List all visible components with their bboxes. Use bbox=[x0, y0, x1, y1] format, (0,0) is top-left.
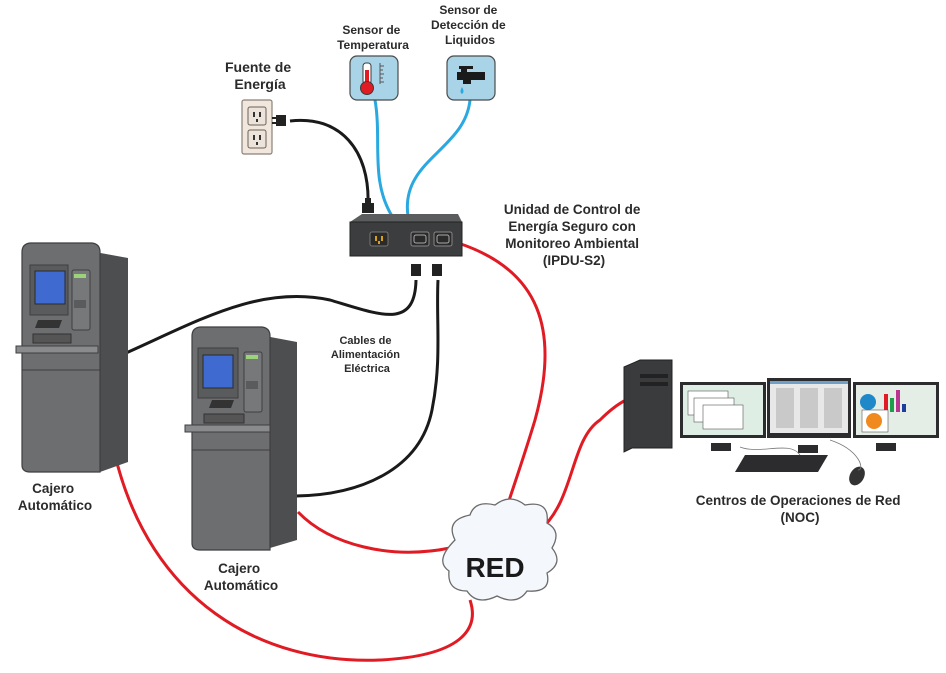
power-cables-label: Cables de Alimentación Eléctrica bbox=[331, 335, 403, 375]
network-cables bbox=[113, 241, 627, 662]
network-label: RED bbox=[465, 552, 524, 583]
ipdu-device bbox=[349, 198, 463, 276]
noc-workstation bbox=[623, 359, 939, 486]
power-outlet bbox=[241, 99, 286, 155]
atm-left-label: Cajero Automático bbox=[18, 481, 92, 513]
atm-left bbox=[15, 242, 128, 473]
network-cable-noc bbox=[539, 398, 627, 532]
temp-sensor-cable bbox=[373, 99, 394, 217]
power-cable-atm-center bbox=[295, 279, 440, 498]
atm-center-label: Cajero Automático bbox=[204, 561, 278, 593]
pc-tower bbox=[623, 359, 673, 453]
power-source-label: Fuente de Energía bbox=[225, 59, 295, 92]
temp-sensor-label: Sensor de Temperatura bbox=[337, 23, 409, 52]
sensor-cables bbox=[373, 99, 472, 217]
liquid-sensor-icon bbox=[446, 55, 496, 101]
power-cables bbox=[125, 118, 440, 498]
power-input-cable bbox=[289, 118, 370, 206]
atm-center bbox=[184, 326, 297, 551]
labels: Fuente de Energía Sensor de Temperatura … bbox=[18, 3, 905, 593]
network-cloud: RED bbox=[442, 498, 558, 601]
network-cable-atm-center bbox=[296, 510, 451, 554]
liquid-sensor-label: Sensor de Detección de Liquidos bbox=[431, 3, 509, 47]
temperature-sensor-icon bbox=[349, 55, 399, 101]
noc-label: Centros de Operaciones de Red (NOC) bbox=[696, 493, 905, 525]
network-cable-atm-left bbox=[113, 454, 474, 662]
liquid-sensor-cable bbox=[405, 99, 472, 217]
network-cable-ipdu bbox=[457, 241, 547, 531]
power-cable-atm-left bbox=[125, 279, 418, 355]
ipdu-label: Unidad de Control de Energía Seguro con … bbox=[504, 202, 644, 268]
